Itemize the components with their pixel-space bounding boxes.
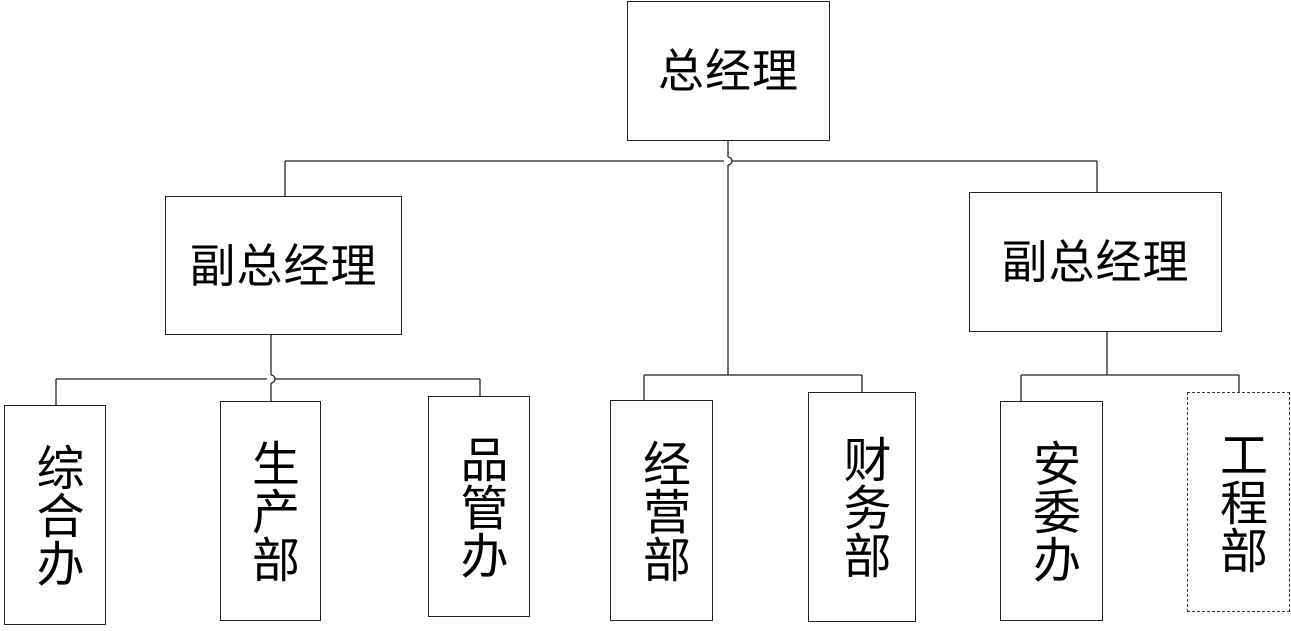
node-label: 副总经理 xyxy=(189,238,378,293)
node-department-dashed: 工程部 xyxy=(1187,392,1290,612)
node-department: 生产部 xyxy=(220,401,321,621)
node-label: 工程部 xyxy=(1210,430,1267,574)
node-label: 安委办 xyxy=(1023,439,1080,583)
node-department: 经营部 xyxy=(610,400,713,621)
node-department: 安委办 xyxy=(1000,401,1103,621)
node-deputy-left: 副总经理 xyxy=(165,196,402,335)
node-label: 品管办 xyxy=(451,434,508,579)
node-label: 财务部 xyxy=(834,435,891,579)
node-label: 总经理 xyxy=(658,44,799,98)
node-general-manager: 总经理 xyxy=(627,1,830,141)
connector-hop xyxy=(727,156,733,166)
node-label: 经营部 xyxy=(633,438,690,583)
node-label: 生产部 xyxy=(242,439,299,583)
node-department: 综合办 xyxy=(4,405,106,625)
node-department: 品管办 xyxy=(428,396,530,617)
node-deputy-right: 副总经理 xyxy=(969,192,1222,332)
node-department: 财务部 xyxy=(808,392,916,622)
node-label: 综合办 xyxy=(27,443,84,587)
node-label: 副总经理 xyxy=(1001,235,1190,289)
connector-hop xyxy=(270,374,276,384)
